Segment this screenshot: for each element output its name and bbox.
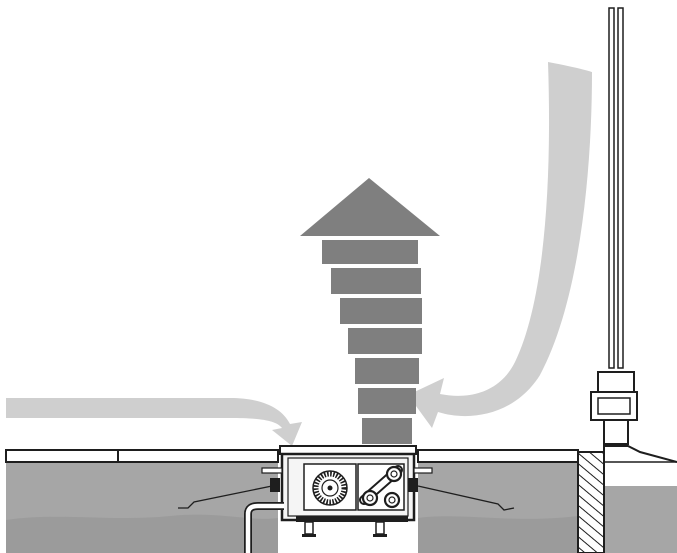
return-airflow — [6, 398, 302, 446]
up-arrow-icon — [300, 178, 440, 444]
window-wall — [577, 7, 677, 553]
insulation-layer-right — [418, 516, 578, 553]
insulation-layer — [6, 514, 278, 553]
up-arrow-band — [340, 298, 422, 324]
convector-base-rail — [296, 516, 408, 522]
tangential-fan-icon — [312, 470, 348, 506]
up-arrow-head — [300, 178, 440, 236]
floor-structure — [5, 449, 677, 553]
downdraft-airflow — [408, 62, 592, 428]
left-flange — [261, 467, 283, 474]
levelling-foot-left — [302, 521, 316, 537]
right-flange — [413, 467, 433, 474]
left-anchor-wire — [178, 485, 273, 509]
window-frame-inner — [597, 397, 631, 415]
up-arrow-band — [355, 358, 419, 384]
coil-icon — [359, 465, 403, 509]
up-arrow-band — [322, 240, 418, 264]
up-arrow-band — [362, 418, 412, 444]
return-air-arrow-icon — [6, 398, 302, 446]
downdraft-arrow-icon — [408, 62, 592, 428]
hatched-kerb — [577, 451, 605, 553]
anchor-wires — [178, 485, 515, 511]
window-frame-base — [603, 419, 629, 445]
right-anchor-wire — [417, 485, 515, 511]
up-arrow-band — [331, 268, 421, 294]
floor-surface — [5, 449, 279, 463]
levelling-foot-right — [373, 521, 387, 537]
window-glass-rail — [608, 7, 615, 369]
trench-convector-unit — [244, 445, 433, 553]
up-arrow-band — [358, 388, 416, 414]
window-frame-top — [597, 371, 635, 395]
floor-below-window — [604, 486, 677, 553]
left-clamp — [270, 478, 280, 492]
window-glass-rail-2 — [617, 7, 624, 369]
floor-surface-right — [417, 449, 579, 463]
right-clamp — [408, 478, 418, 492]
up-arrow-band — [348, 328, 422, 354]
